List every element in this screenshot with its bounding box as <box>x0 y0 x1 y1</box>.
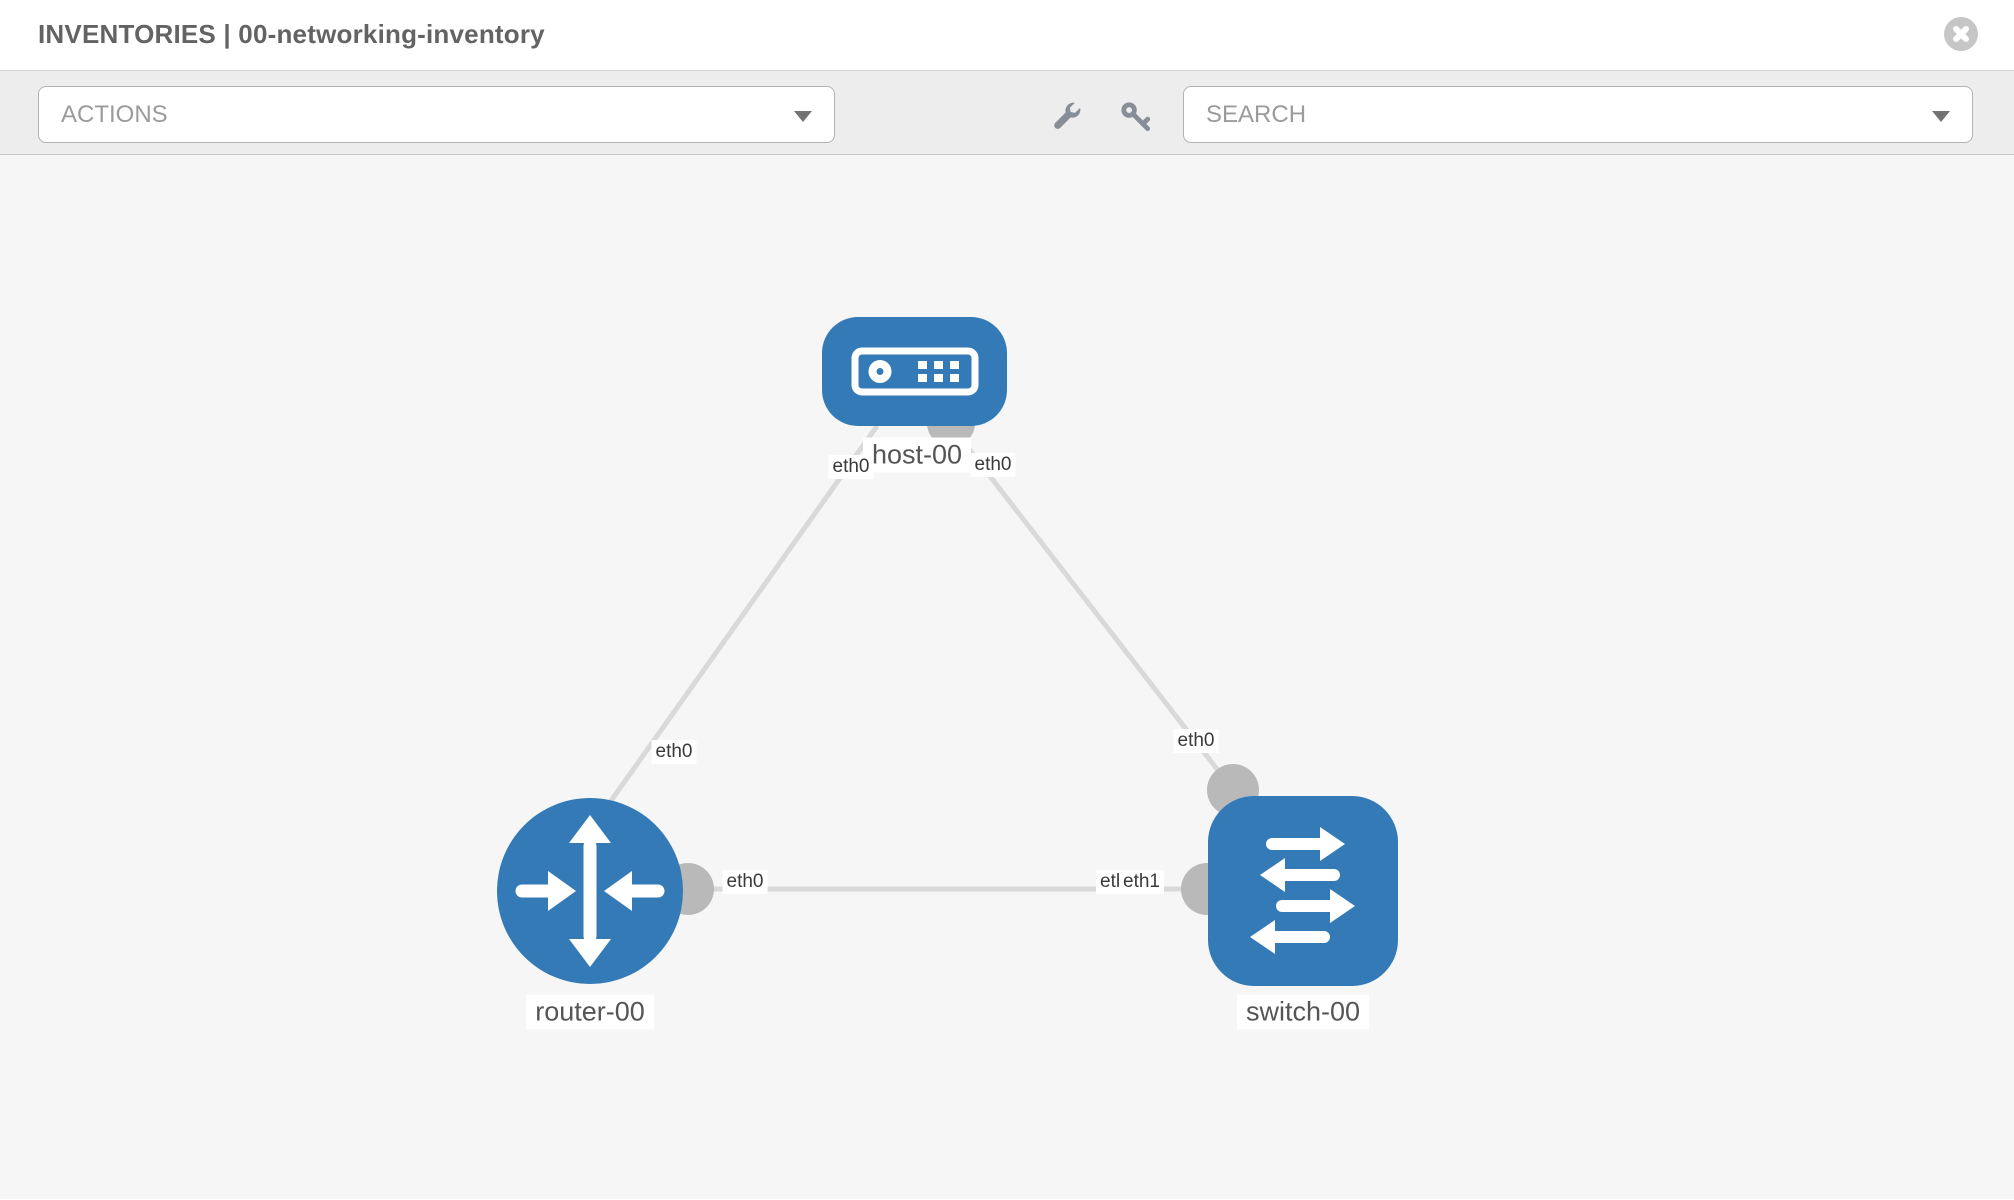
port-label: eth0 <box>722 870 768 894</box>
switch-icon <box>1250 827 1355 954</box>
topology-canvas[interactable]: host-00 router-00 switch-00 eth0 eth0 et… <box>0 155 2014 1199</box>
close-icon[interactable] <box>1944 17 1978 51</box>
key-icon[interactable] <box>1116 97 1156 137</box>
actions-dropdown[interactable]: ACTIONS <box>38 86 835 143</box>
port-label: eth0 <box>828 455 874 479</box>
node-label-host: host-00 <box>862 437 972 473</box>
port-label: eth1 <box>1119 870 1164 894</box>
node-switch[interactable] <box>1208 796 1398 986</box>
toolbar: ACTIONS SEARCH <box>0 71 2014 155</box>
links-layer <box>605 399 1259 915</box>
router-icon <box>515 815 665 967</box>
wrench-icon[interactable] <box>1046 97 1086 137</box>
search-dropdown[interactable]: SEARCH <box>1183 86 1973 143</box>
chevron-down-icon <box>794 111 812 122</box>
node-label-switch: switch-00 <box>1236 994 1370 1030</box>
link-host-router <box>605 424 880 807</box>
port-label: eth0 <box>1173 729 1219 753</box>
node-label-router: router-00 <box>526 994 654 1030</box>
header: INVENTORIES | 00-networking-inventory <box>0 0 2014 71</box>
host-icon <box>851 347 979 396</box>
page-title: INVENTORIES | 00-networking-inventory <box>38 19 545 49</box>
node-router[interactable] <box>497 798 683 984</box>
actions-dropdown-label: ACTIONS <box>61 100 168 128</box>
node-host[interactable] <box>822 317 1007 426</box>
port-label: eth0 <box>970 453 1016 477</box>
port-label: eth0 <box>651 740 697 764</box>
chevron-down-icon <box>1932 111 1950 122</box>
search-dropdown-label: SEARCH <box>1206 100 1307 128</box>
